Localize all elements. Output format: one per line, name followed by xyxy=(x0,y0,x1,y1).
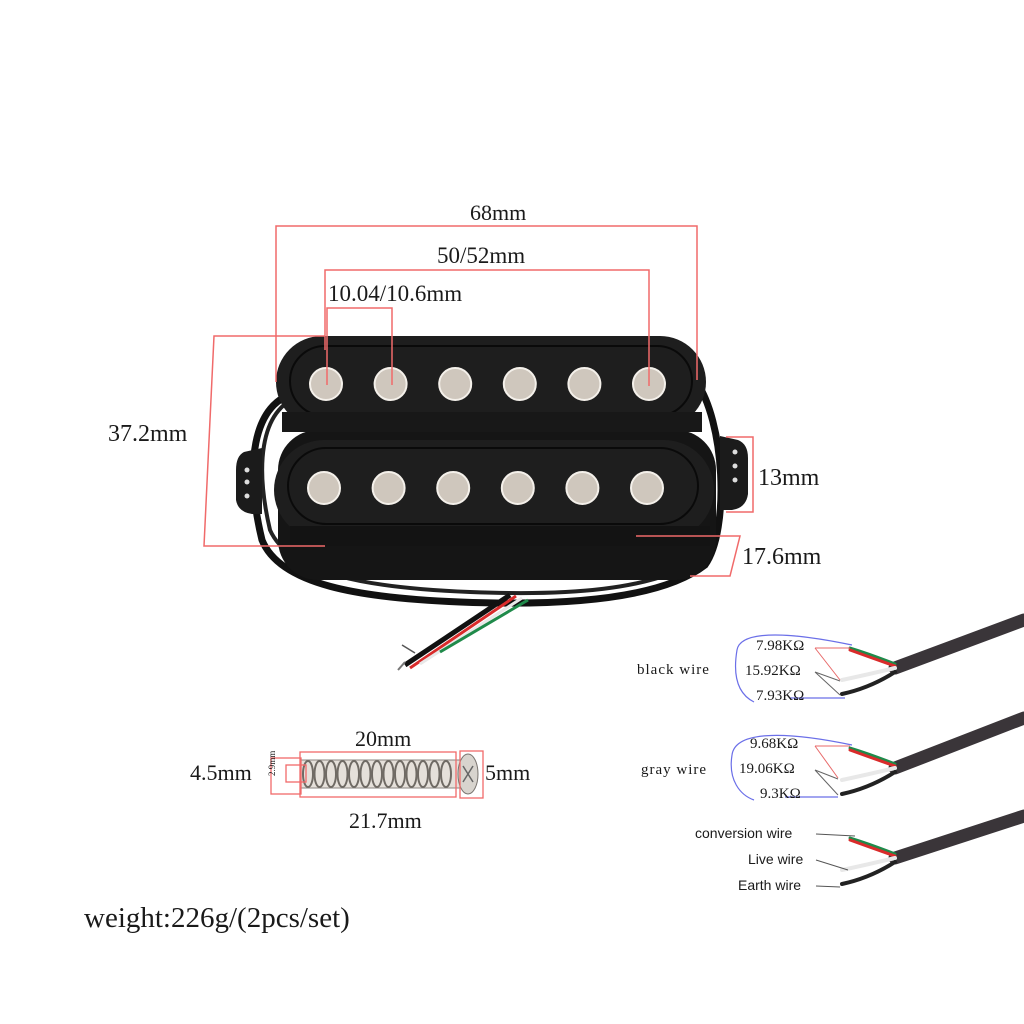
legend-live-wire: Live wire xyxy=(748,851,804,867)
dim-mount-tab: 13mm xyxy=(758,465,820,491)
pole-piece xyxy=(630,471,664,505)
coil-top xyxy=(276,336,706,432)
weight-label: weight:226g/(2pcs/set) xyxy=(84,902,350,934)
pole-piece xyxy=(565,471,600,505)
spring-coil xyxy=(382,760,395,788)
screw-dimension-lines xyxy=(270,750,484,799)
resistance-lead-lines xyxy=(814,647,856,888)
gray-wire-label: gray wire xyxy=(641,762,708,778)
gray-wire-value: 9.3KΩ xyxy=(760,786,801,802)
spring-coil xyxy=(359,760,372,788)
pole-piece xyxy=(436,471,471,505)
dim-pole-spacing: 10.04/10.6mm xyxy=(328,281,463,306)
pole-piece xyxy=(567,367,602,401)
pole-piece xyxy=(500,471,535,505)
dim-50mm-line xyxy=(324,269,650,386)
spring-coil xyxy=(371,760,383,788)
gray-wire-value: 19.06KΩ xyxy=(739,761,795,777)
spring-coil xyxy=(440,760,452,788)
spring-coil xyxy=(325,760,337,788)
pole-piece xyxy=(373,367,408,401)
dimension-lines xyxy=(203,225,754,577)
dim-37mm-line xyxy=(203,335,325,547)
pole-piece xyxy=(307,471,341,505)
spring-coil xyxy=(405,760,418,788)
cable xyxy=(840,809,1024,886)
screw-illustration xyxy=(299,753,479,795)
dim-width: 37.2mm xyxy=(108,421,188,447)
spring-coil xyxy=(417,760,429,788)
pole-piece xyxy=(502,367,537,401)
legend-conversion-wire: conversion wire xyxy=(695,825,793,841)
dim-pole-spacing-line xyxy=(326,307,393,385)
black-wire-label: black wire xyxy=(637,662,710,678)
dim-spring-diameter: 4.5mm xyxy=(190,760,252,785)
spring-coil xyxy=(302,760,314,788)
spring-coil xyxy=(313,760,326,788)
cable-illustrations xyxy=(840,613,1024,886)
black-wire-value: 15.92KΩ xyxy=(745,663,801,679)
dim-thread-diameter: 2.9mm xyxy=(267,750,277,776)
spring-coil xyxy=(348,760,360,788)
dim-68mm-line xyxy=(275,225,698,382)
dim-17mm-line xyxy=(636,535,741,577)
spring-coil xyxy=(428,760,441,788)
gray-wire-value: 9.68KΩ xyxy=(750,736,799,752)
spring-coil xyxy=(336,760,349,788)
bracket-lines xyxy=(730,634,853,801)
dim-screw-total-length: 21.7mm xyxy=(349,808,422,833)
dim-pole-span: 50/52mm xyxy=(437,243,526,268)
dim-height: 17.6mm xyxy=(742,544,822,570)
black-wire-value: 7.98KΩ xyxy=(756,638,805,654)
dim-screw-thread-length: 20mm xyxy=(355,726,412,751)
dim-head-diameter: 5mm xyxy=(485,760,531,785)
pole-piece xyxy=(309,367,343,401)
cable xyxy=(840,613,1024,696)
spring-coil xyxy=(394,760,406,788)
pickup-leads xyxy=(397,592,529,671)
black-wire-value: 7.93KΩ xyxy=(756,688,805,704)
legend-earth-wire: Earth wire xyxy=(738,877,802,893)
pole-piece xyxy=(438,367,473,401)
pole-row-bottom xyxy=(307,471,664,505)
coil-bottom xyxy=(274,440,714,546)
mount-tab-right xyxy=(720,436,748,510)
dim-overall-length: 68mm xyxy=(470,200,527,225)
cable xyxy=(840,711,1024,796)
dim-13mm-line xyxy=(726,436,754,513)
pole-piece xyxy=(371,471,406,505)
